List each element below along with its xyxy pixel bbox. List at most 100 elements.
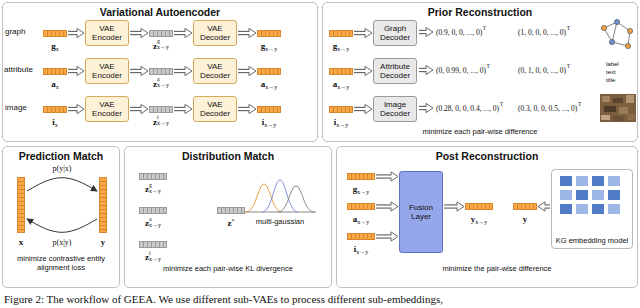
arrow-core — [174, 108, 189, 110]
vector-symbol: y — [523, 214, 528, 224]
decoder-output-arrows — [419, 27, 433, 112]
vector-symbol: g — [353, 184, 358, 194]
kg-block — [560, 204, 572, 214]
transpose-mark: T — [578, 101, 581, 107]
index-stack: gx→y — [157, 38, 169, 50]
subscript: x→y — [157, 44, 169, 50]
vector-label: ax→y — [329, 76, 353, 90]
arrow-core — [419, 31, 430, 33]
kg-block — [576, 204, 588, 214]
embedding-vector: ax→y — [347, 203, 375, 225]
flow-arrow — [354, 66, 372, 75]
flow-arrow — [68, 66, 84, 75]
embedding-vector: gx — [43, 30, 67, 52]
vector-label: gx→y — [347, 181, 375, 195]
vector-bar — [149, 106, 173, 113]
graph-icon-edge — [612, 22, 617, 42]
vector-label: ix→y — [347, 241, 375, 255]
flow-arrow — [238, 66, 256, 75]
arrow-core — [354, 32, 369, 34]
flow-arrow — [376, 172, 398, 181]
photo-patch — [626, 95, 634, 103]
vector-symbol: a — [333, 79, 338, 89]
flow-arrow — [376, 202, 398, 211]
kg-model-box: KG embedding model — [551, 169, 633, 249]
vector-bar — [149, 30, 173, 37]
vector-symbol: g — [51, 41, 56, 51]
vector-symbol: x — [19, 237, 24, 247]
index-stack: ax→y — [157, 76, 169, 88]
vector-symbol: z — [153, 41, 157, 51]
flow-arrow — [238, 104, 256, 113]
subscript: x — [56, 46, 59, 52]
photo-patch — [619, 107, 628, 114]
arrow-core — [174, 32, 189, 34]
arrow-core — [174, 70, 189, 72]
embedding-vector: gx→y — [329, 30, 353, 52]
graph-icon-node — [601, 25, 606, 30]
flow-arrow — [68, 104, 84, 113]
embedding-vector: gx→y — [257, 30, 281, 52]
vector-symbol: a — [51, 79, 56, 89]
photo — [600, 94, 636, 122]
box-label: Fusion Layer — [400, 203, 442, 221]
subscript: x→y — [265, 46, 277, 52]
arrow-core — [130, 70, 145, 72]
gaussian-curve — [262, 180, 298, 212]
arrow-core — [238, 70, 253, 72]
arrow-core — [444, 206, 461, 208]
vector-bar — [329, 30, 353, 37]
objective-note: minimize the pair-wise difference — [437, 264, 557, 273]
superscript: * — [232, 218, 235, 224]
objective-note: minimize each pair-wise difference — [380, 127, 580, 136]
superscript: g — [149, 182, 161, 188]
attribute-word: text — [606, 69, 616, 77]
subscript: x→y — [264, 122, 276, 128]
transpose-mark: T — [567, 63, 570, 69]
vae-box: VAE Decoder — [193, 20, 237, 46]
vector-label: zax→y — [149, 76, 173, 90]
vector-label: ix→y — [329, 114, 353, 128]
vector-symbol: i — [52, 117, 55, 127]
subscript: x→y — [149, 222, 161, 228]
probability-arrow — [27, 178, 97, 191]
vector-label: ax→y — [347, 211, 375, 225]
arrow-core — [376, 176, 395, 178]
superscript: a — [157, 76, 169, 82]
vae-box: VAE Encoder — [85, 96, 129, 122]
arrow-core — [130, 32, 145, 34]
objective-note: minimize each pair-wise KL divergence — [128, 264, 328, 273]
index-stack: gx→y — [149, 182, 161, 194]
flow-arrow — [130, 66, 148, 75]
arrow-core — [238, 108, 253, 110]
vector-symbol: z — [153, 117, 157, 127]
image-thumbnail — [600, 94, 636, 122]
multi-gaussian-curves — [244, 180, 316, 212]
vector-symbol: z — [145, 184, 149, 194]
kg-block — [592, 190, 604, 200]
photo-patch — [613, 98, 623, 103]
vector-symbol: i — [334, 117, 337, 127]
subscript: x→y — [475, 219, 487, 225]
vae-box: VAE Decoder — [193, 58, 237, 84]
flow-arrow — [130, 28, 148, 37]
flow-arrow — [376, 232, 398, 241]
flow-arrow — [174, 104, 192, 113]
fusion-box: Fusion Layer — [399, 171, 443, 253]
panel-title: Prediction Match — [3, 150, 119, 162]
edge-label: p(y|x) — [52, 164, 73, 173]
vector-bar — [347, 173, 375, 180]
arrow-core — [238, 32, 253, 34]
photo-patch — [604, 106, 616, 112]
kg-block — [608, 176, 620, 186]
output-vector: (0.28, 0, 0, 0.4, ..., 0) — [436, 104, 499, 113]
vector-symbol: i — [262, 117, 265, 127]
box-label: VAE Decoder — [194, 62, 236, 80]
flow-arrow — [444, 202, 464, 211]
vector-bar — [513, 203, 537, 210]
attribute-word: label — [606, 61, 619, 69]
arrow-core — [68, 32, 81, 34]
embedding-vector: zgx→y — [149, 30, 173, 52]
embedding-vector: yx→y — [465, 203, 493, 225]
vector-label: zgx→y — [139, 181, 167, 195]
